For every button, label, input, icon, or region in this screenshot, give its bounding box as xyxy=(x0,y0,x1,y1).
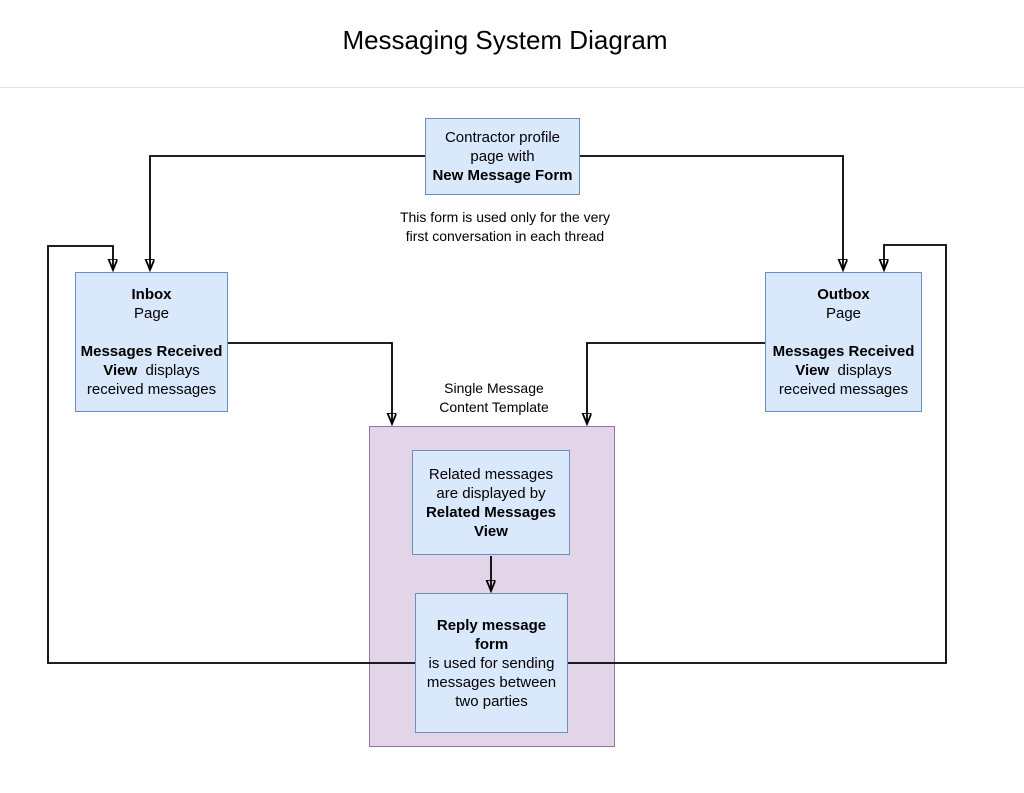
connector-contractor-to-inbox xyxy=(150,155,425,269)
page-title: Messaging System Diagram xyxy=(342,25,668,55)
page-divider xyxy=(0,87,1024,88)
connector-inbox-to-template xyxy=(228,342,392,423)
connector-outbox-to-template xyxy=(587,342,765,423)
connector-contractor-to-outbox xyxy=(580,155,843,269)
